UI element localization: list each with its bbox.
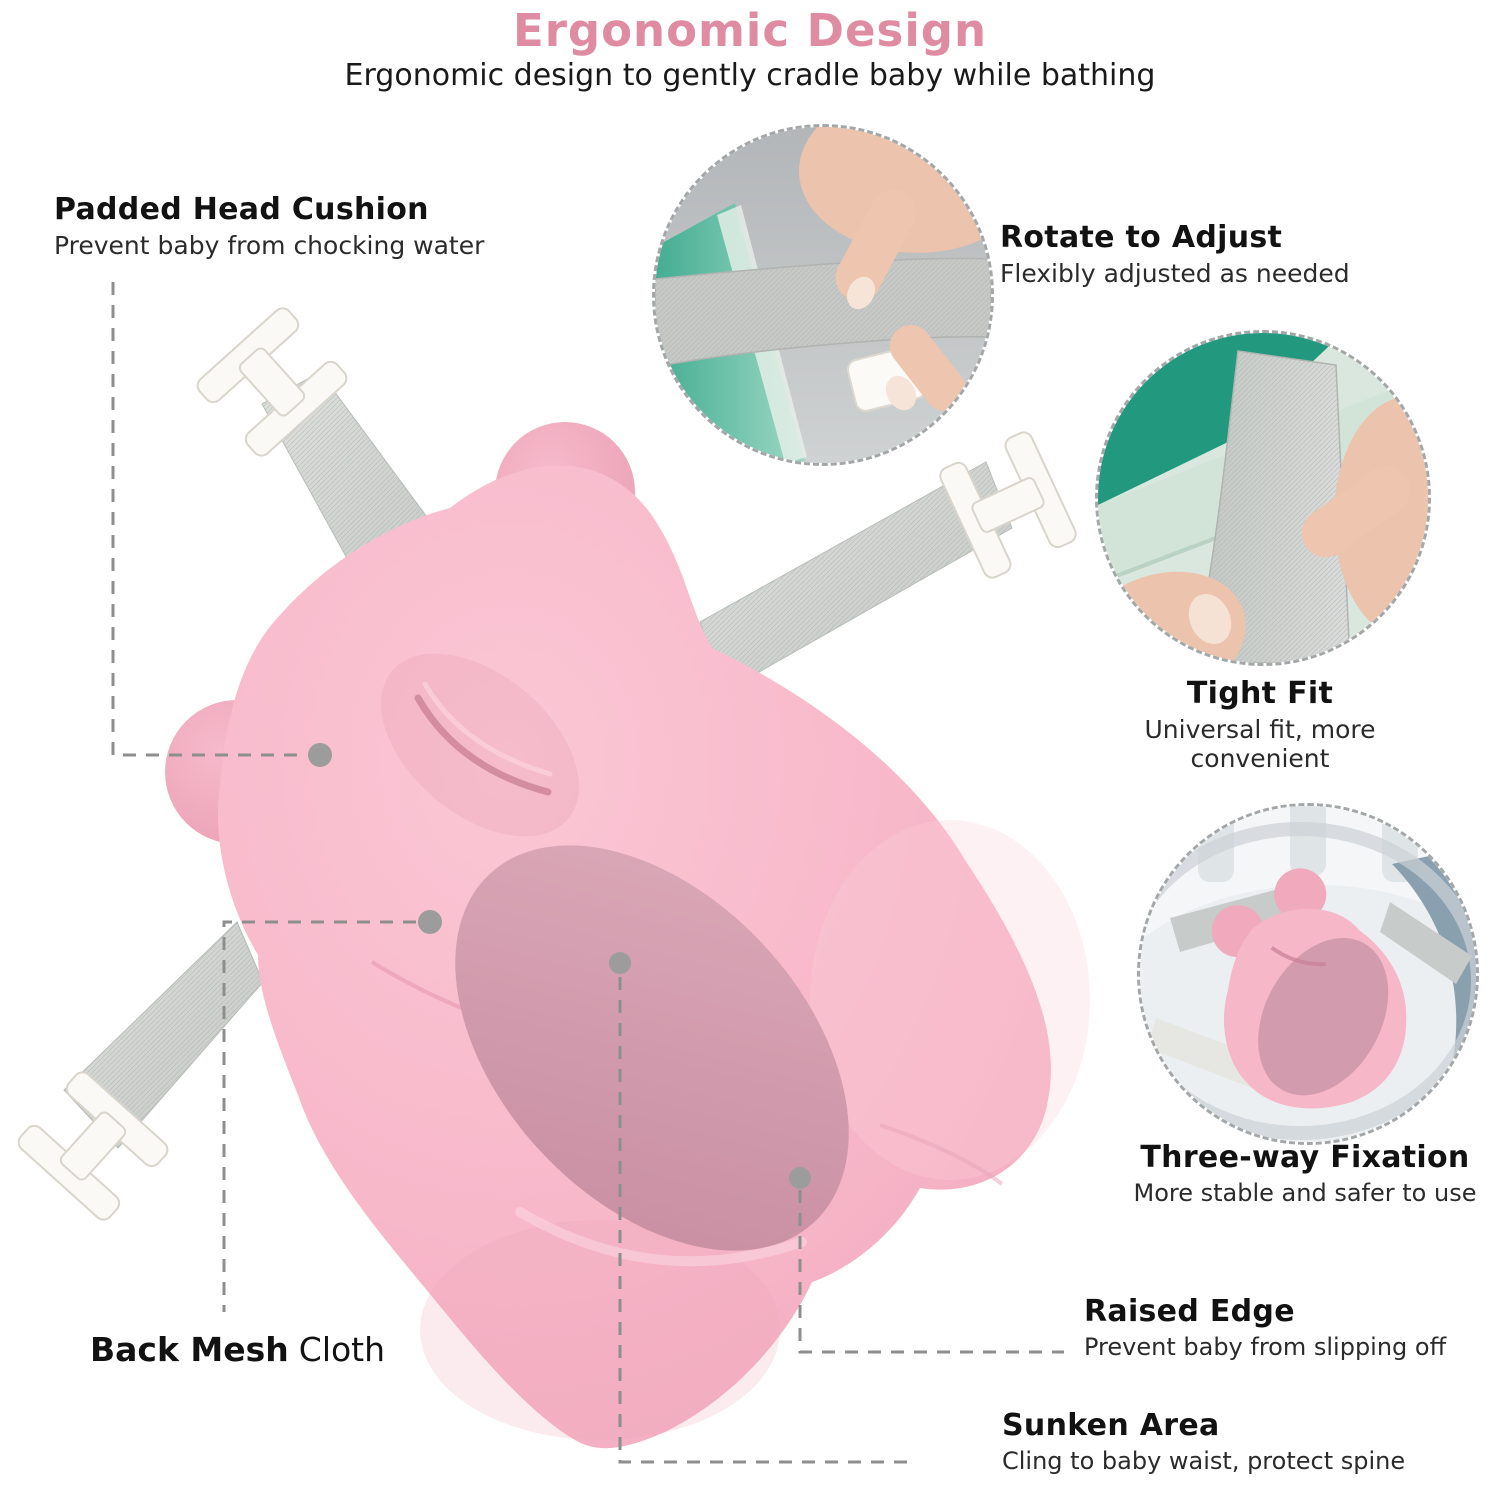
tub-inner-rim xyxy=(1140,822,1476,1140)
callout-raised-edge: Raised Edge Prevent baby from slipping o… xyxy=(1084,1294,1446,1361)
callout-title: Rotate to Adjust xyxy=(1000,220,1283,255)
callout-title: Sunken Area xyxy=(1002,1408,1220,1443)
callout-title: Padded Head Cushion xyxy=(54,192,429,227)
right-lobe-crease xyxy=(879,1123,1004,1186)
callout-line-padded-head xyxy=(111,282,306,757)
callout-dot-padded-head xyxy=(308,743,332,767)
callout-description: More stable and safer to use xyxy=(1133,1179,1477,1207)
callout-description: Flexibly adjusted as needed xyxy=(1000,259,1350,288)
callout-line-sunken-area xyxy=(618,977,912,1464)
callout-dot-sunken-area xyxy=(609,952,631,974)
rotate-adjust-photo-art xyxy=(655,127,991,463)
mini-cushion xyxy=(1211,868,1407,1109)
callout-line-raised-edge xyxy=(798,1190,1064,1354)
strap-bottom-left xyxy=(63,921,264,1149)
callout-title: Three-way Fixation xyxy=(1140,1140,1470,1175)
finger-on-clip xyxy=(885,324,967,412)
inset-photo-rotate-to-adjust xyxy=(652,124,994,466)
callout-title: Tight Fit xyxy=(1186,676,1334,711)
sunken-area-oval xyxy=(455,845,849,1251)
head-dimple-highlight xyxy=(422,681,553,777)
gray-strap-texture xyxy=(1194,351,1350,663)
page-title: Ergonomic Design xyxy=(513,4,987,57)
fixation-photo-art xyxy=(1140,806,1476,1142)
raised-edge-rim-highlight xyxy=(515,1207,807,1267)
inset-photo-tight-fit xyxy=(1095,330,1431,666)
callout-dot-raised-edge xyxy=(789,1167,811,1189)
mini-strap-bottom xyxy=(1148,1018,1262,1088)
callout-description: Cling to baby waist, protect spine xyxy=(1002,1447,1406,1475)
page-subtitle: Ergonomic design to gently cradle baby w… xyxy=(344,58,1156,93)
callout-padded-head-cushion: Padded Head Cushion Prevent baby from ch… xyxy=(54,192,484,260)
inset-photo-three-way-fixation xyxy=(1137,803,1479,1145)
callout-line-back-mesh xyxy=(222,920,416,1312)
callout-sunken-area: Sunken Area Cling to baby waist, protect… xyxy=(1002,1408,1405,1475)
mini-strap-right xyxy=(1380,902,1472,984)
callout-description: Prevent baby from slipping off xyxy=(1084,1333,1447,1361)
callout-title: Raised Edge xyxy=(1084,1294,1295,1329)
callout-dot-back-mesh xyxy=(418,910,442,934)
callout-three-way-fixation: Three-way Fixation More stable and safer… xyxy=(1100,1140,1500,1207)
hand-right xyxy=(1301,396,1428,640)
callout-description: Universal fit, more convenient xyxy=(1144,715,1376,773)
head-dimple xyxy=(414,694,552,796)
gray-strap-texture xyxy=(655,258,991,367)
tight-fit-photo-art xyxy=(1098,333,1428,663)
bottom-lobe-shading xyxy=(420,1220,780,1440)
tub-frame-bar xyxy=(1290,806,1326,876)
callout-description: Prevent baby from chocking water xyxy=(54,231,485,260)
callout-title-bold: Back Mesh xyxy=(90,1330,289,1369)
callout-rotate-to-adjust: Rotate to Adjust Flexibly adjusted as ne… xyxy=(1000,220,1350,288)
callout-title-regular: Cloth xyxy=(298,1330,386,1369)
callout-tight-fit: Tight Fit Universal fit, more convenient xyxy=(1110,676,1410,773)
right-lobe-highlight xyxy=(810,820,1090,1180)
